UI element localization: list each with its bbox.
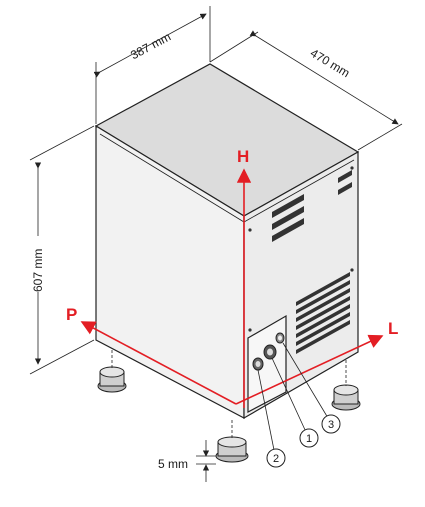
cabinet <box>94 63 360 420</box>
callout-1: 1 <box>299 428 319 448</box>
axis-p-label: P <box>66 305 77 324</box>
foot-left <box>97 350 127 393</box>
callout-3: 3 <box>321 414 341 434</box>
callouts: 2 1 3 <box>257 342 341 468</box>
connector-2 <box>252 357 264 371</box>
foot-right <box>331 360 361 411</box>
upper-vents <box>272 170 352 242</box>
connector-3 <box>275 332 285 344</box>
foot-label: 5 mm <box>158 457 188 471</box>
axis-l-line <box>235 334 384 405</box>
height-dimension: 607 mm <box>29 125 95 375</box>
axis-p-line <box>80 321 237 405</box>
lower-vent-grille <box>296 272 350 354</box>
connection-panel <box>247 314 287 413</box>
panel-screws <box>248 166 354 332</box>
axis-l-label: L <box>388 319 398 338</box>
foot-front <box>215 420 249 463</box>
svg-text:1: 1 <box>306 433 312 445</box>
reference-axes: H P L <box>66 147 398 408</box>
depth-label: 470 mm <box>308 46 352 80</box>
foot-dimension: 5 mm <box>158 440 216 482</box>
svg-text:3: 3 <box>328 419 334 431</box>
height-label: 607 mm <box>31 249 45 292</box>
svg-text:2: 2 <box>273 453 279 465</box>
width-label: 387 mm <box>128 30 173 63</box>
callout-2: 2 <box>266 448 286 468</box>
axis-h-label: H <box>237 147 249 166</box>
feet <box>97 350 361 463</box>
connector-1 <box>263 344 277 360</box>
